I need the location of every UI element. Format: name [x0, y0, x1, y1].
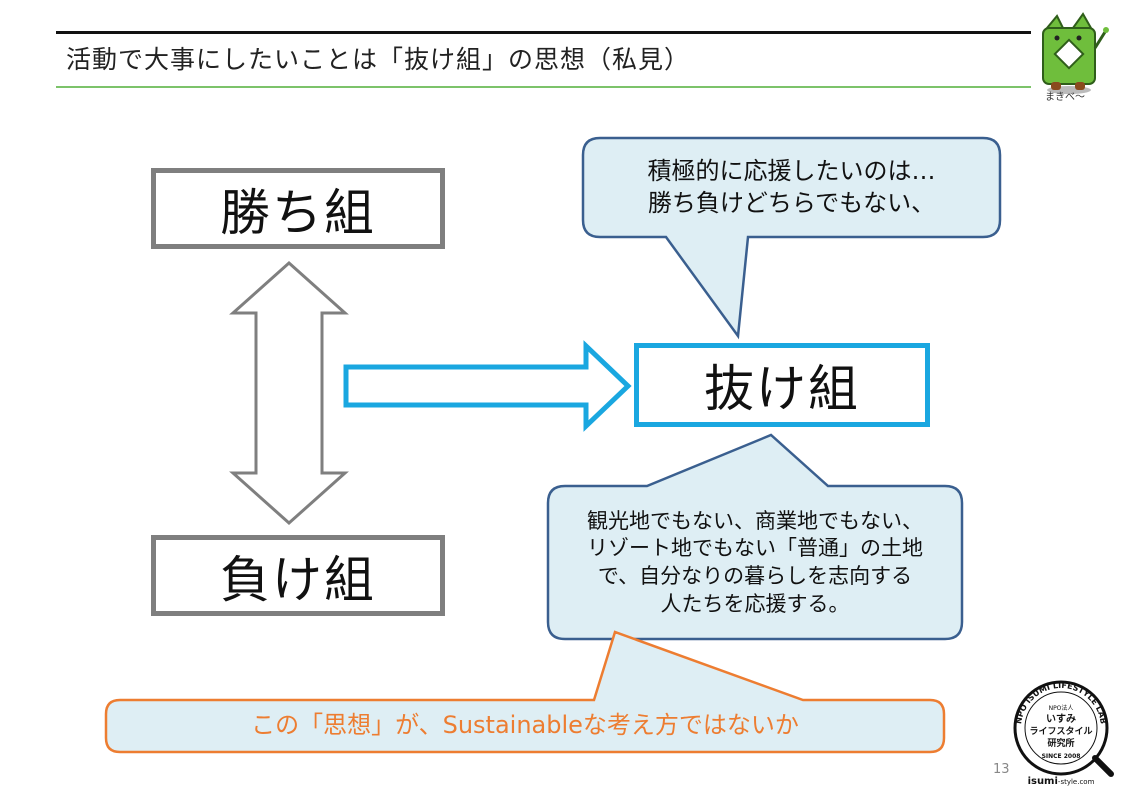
top-callout-line-1: 積極的に応援したいのは…: [647, 157, 936, 186]
right-arrow: [343, 340, 632, 432]
logo-url: isumi-style.com: [1028, 776, 1095, 787]
bottom-callout-bubble: [104, 630, 946, 754]
logo-name-line-3: 研究所: [1047, 737, 1074, 749]
logo-url-rest: -style.com: [1058, 778, 1095, 786]
middle-callout-line-2: リゾート地でもない「普通」の土地: [587, 536, 923, 561]
middle-callout-line-4: 人たちを応援する。: [660, 591, 850, 616]
logo-url-strong: isumi: [1028, 776, 1058, 787]
logo-name-line-1: いすみ: [1046, 713, 1076, 725]
top-callout-text: 積極的に応援したいのは… 勝ち負けどちらでもない、: [583, 140, 1000, 236]
mascot-label: まきべ～: [1045, 92, 1085, 103]
slide-title: 活動で大事にしたいことは「抜け組」の思想（私見）: [66, 45, 691, 74]
middle-callout-text: 観光地でもない、商業地でもない、 リゾート地でもない「普通」の土地 で、自分なり…: [548, 490, 962, 636]
logo-since: SINCE 2008: [1042, 753, 1081, 760]
logo-name-line-2: ライフスタイル: [1029, 725, 1092, 737]
isumi-lifestyle-lab-logo: NPO ISUMI LIFESTYLE LAB NPO法人 いすみ ライフスタイ…: [1013, 680, 1114, 787]
losers-box: 負け組: [151, 535, 445, 616]
dropouts-box: 抜け組: [634, 343, 930, 427]
middle-callout-bubble: [546, 433, 964, 641]
winners-box: 勝ち組: [151, 168, 445, 249]
logo-org-prefix: NPO法人: [1049, 704, 1074, 712]
middle-callout-line-3: で、自分なりの暮らしを志向する: [597, 564, 913, 588]
top-callout-bubble: [581, 136, 1002, 340]
mascot-icon: [1042, 12, 1109, 94]
header-rule-bottom: [56, 86, 1031, 88]
bottom-callout-text: この「思想」が、Sustainableな考え方ではないか: [251, 711, 799, 740]
header-rule-top: [56, 31, 1031, 34]
vertical-double-arrow: [229, 260, 349, 526]
page-number: 13: [993, 762, 1010, 777]
top-callout-line-2: 勝ち負けどちらでもない、: [647, 189, 936, 217]
middle-callout-line-1: 観光地でもない、商業地でもない、: [587, 508, 923, 533]
